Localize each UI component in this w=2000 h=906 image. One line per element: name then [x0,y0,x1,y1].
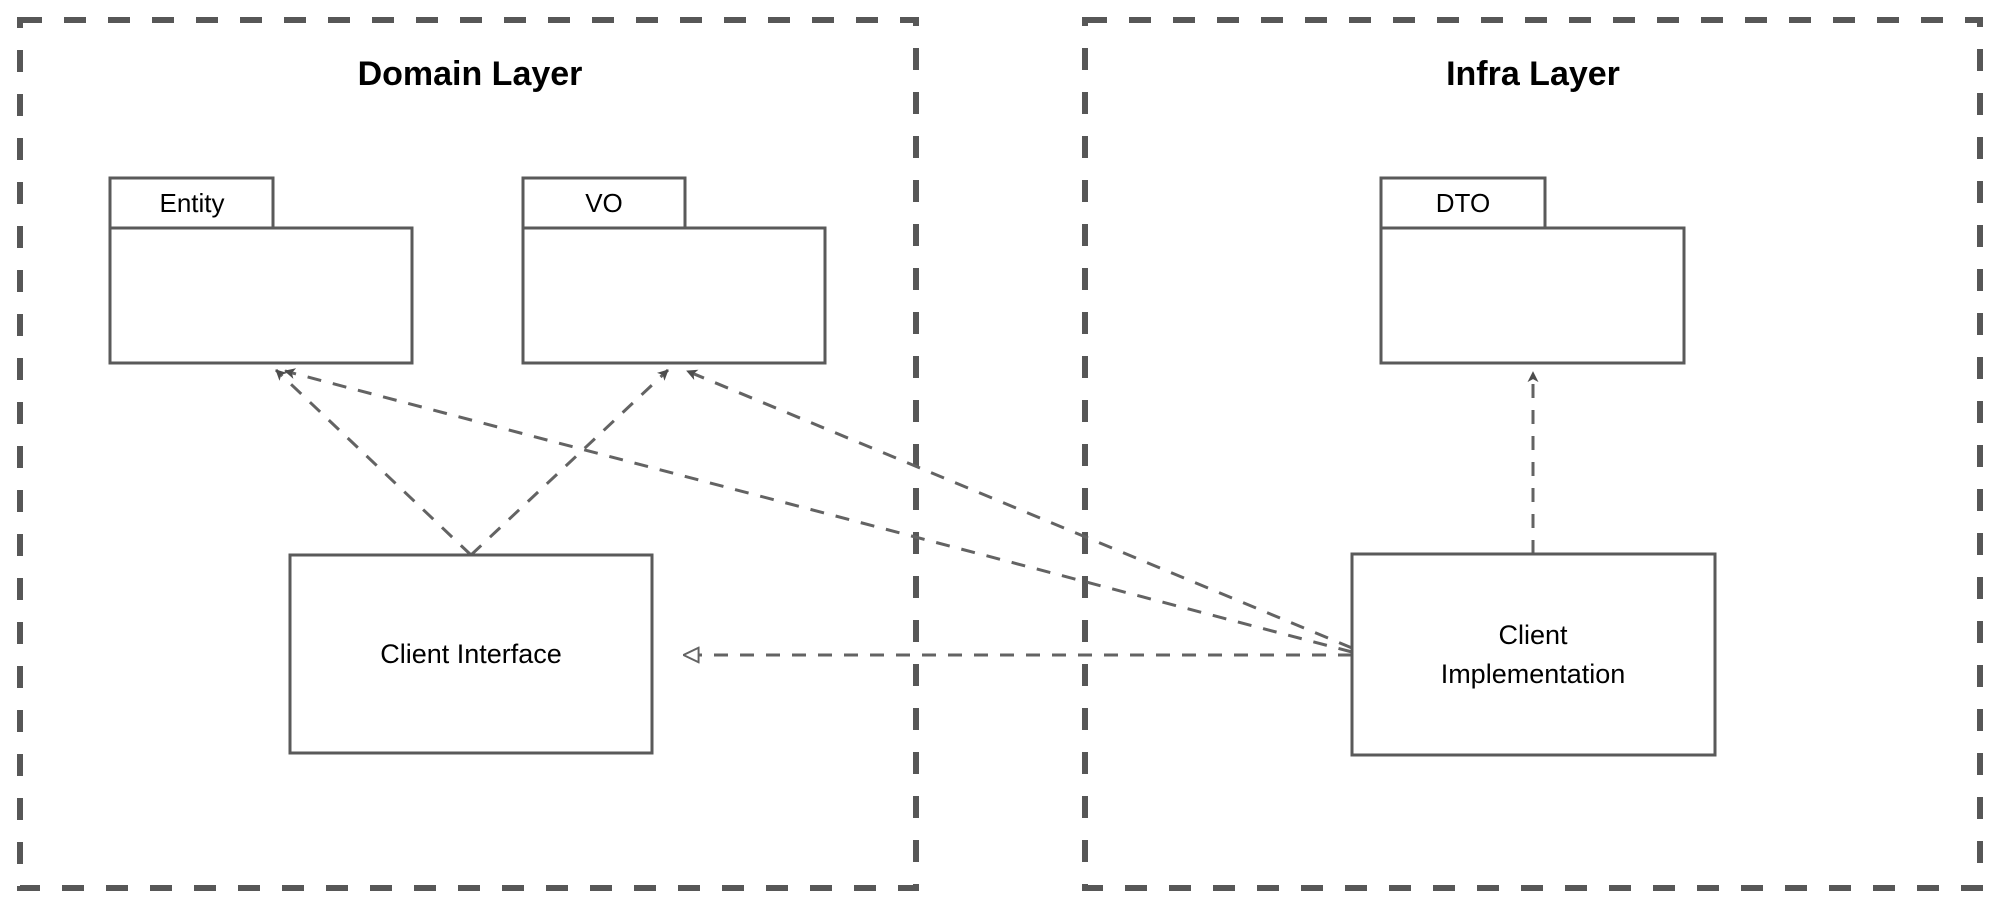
connectors [274,368,1539,655]
layer-titles: Domain Layer Infra Layer [358,55,1620,93]
package-entity-body [108,226,414,365]
package-vo-tab [521,176,687,230]
dependency-client-implementation-to-vo[interactable] [686,369,1353,650]
class-client-interface-box [288,553,654,755]
dependency-client-interface-to-entity[interactable] [274,368,473,557]
package-vo-label: VO [585,188,623,218]
layer-title-infra: Infra Layer [1446,55,1620,93]
package-entity-label: Entity [159,188,224,218]
layer-boundary-infra [1082,17,1983,891]
layer-boundary-domain [17,17,919,891]
class-client-implementation-label-line1: Client [1498,620,1568,650]
class-client-implementation-box [1350,552,1717,757]
package-dto-label: DTO [1436,188,1490,218]
dependency-client-implementation-to-entity[interactable] [284,368,1353,654]
class-client-interface[interactable]: Client Interface [288,553,654,755]
package-vo-body [521,226,827,365]
class-client-interface-label: Client Interface [380,639,562,669]
layer-boundaries [17,17,1983,891]
package-dto-tab [1379,176,1547,230]
layer-title-domain: Domain Layer [358,55,583,93]
package-entity-tab [108,176,275,230]
class-client-implementation[interactable]: Client Implementation [1350,552,1717,757]
package-vo[interactable]: VO [521,176,827,365]
package-entity[interactable]: Entity [108,176,414,365]
package-dto-body [1379,226,1686,365]
dependency-client-interface-to-vo[interactable] [469,368,670,557]
package-dto[interactable]: DTO [1379,176,1686,365]
class-client-implementation-label-line2: Implementation [1441,659,1626,689]
